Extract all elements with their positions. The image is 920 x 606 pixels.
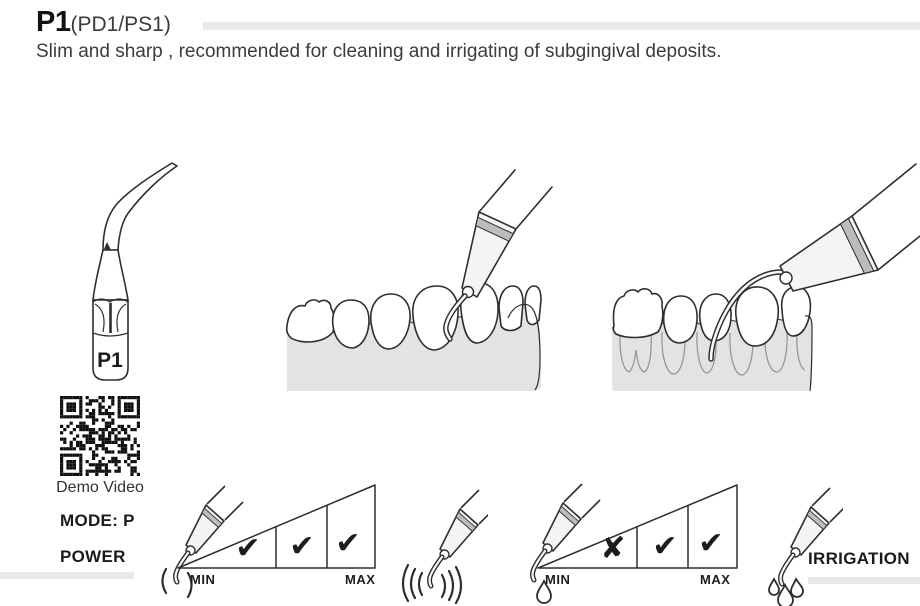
irrigation-divider-bar bbox=[808, 577, 920, 584]
irrigation-level-1-mark: ✘ bbox=[600, 531, 625, 566]
power-min-label: MIN bbox=[190, 572, 215, 587]
page-title-variants: (PD1/PS1) bbox=[70, 13, 171, 36]
irrigation-max-label: MAX bbox=[700, 572, 730, 587]
power-level-2-mark: ✔ bbox=[289, 529, 314, 564]
handpiece bbox=[708, 163, 920, 362]
power-level-3-mark: ✔ bbox=[335, 526, 360, 561]
mode-label: MODE: P bbox=[60, 511, 135, 530]
page-title: P1 bbox=[36, 6, 71, 38]
qr-code bbox=[60, 396, 140, 476]
irrigation-label: IRRIGATION bbox=[808, 549, 910, 568]
usage-illustration-supragingival bbox=[285, 169, 553, 391]
title-divider-bar bbox=[203, 22, 920, 30]
power-label: POWER bbox=[60, 547, 126, 566]
irrigation-diagram: ✘ ✔ ✔ MIN MAX bbox=[493, 483, 843, 606]
power-diagram: ✔ ✔ ✔ MIN MAX bbox=[161, 483, 488, 605]
header: P1(PD1/PS1) bbox=[36, 6, 171, 39]
qr-caption: Demo Video bbox=[56, 479, 144, 496]
power-level-1-mark: ✔ bbox=[235, 531, 260, 566]
usage-illustration-subgingival bbox=[611, 163, 920, 392]
tip-label: P1 bbox=[97, 349, 123, 372]
demo-video-block: Demo Video bbox=[50, 396, 150, 497]
handpiece bbox=[443, 169, 553, 342]
product-description: Slim and sharp , recommended for cleanin… bbox=[36, 41, 722, 62]
irrigation-level-2-mark: ✔ bbox=[652, 529, 677, 564]
handpiece-irrigation-max-icon bbox=[768, 488, 843, 606]
irrigation-min-label: MIN bbox=[545, 572, 570, 587]
scaler-tip-illustration: P1 bbox=[92, 162, 178, 381]
irrigation-level-3-mark: ✔ bbox=[698, 526, 723, 561]
power-divider-bar bbox=[0, 572, 134, 579]
handpiece-power-max-icon bbox=[401, 490, 488, 605]
power-max-label: MAX bbox=[345, 572, 375, 587]
